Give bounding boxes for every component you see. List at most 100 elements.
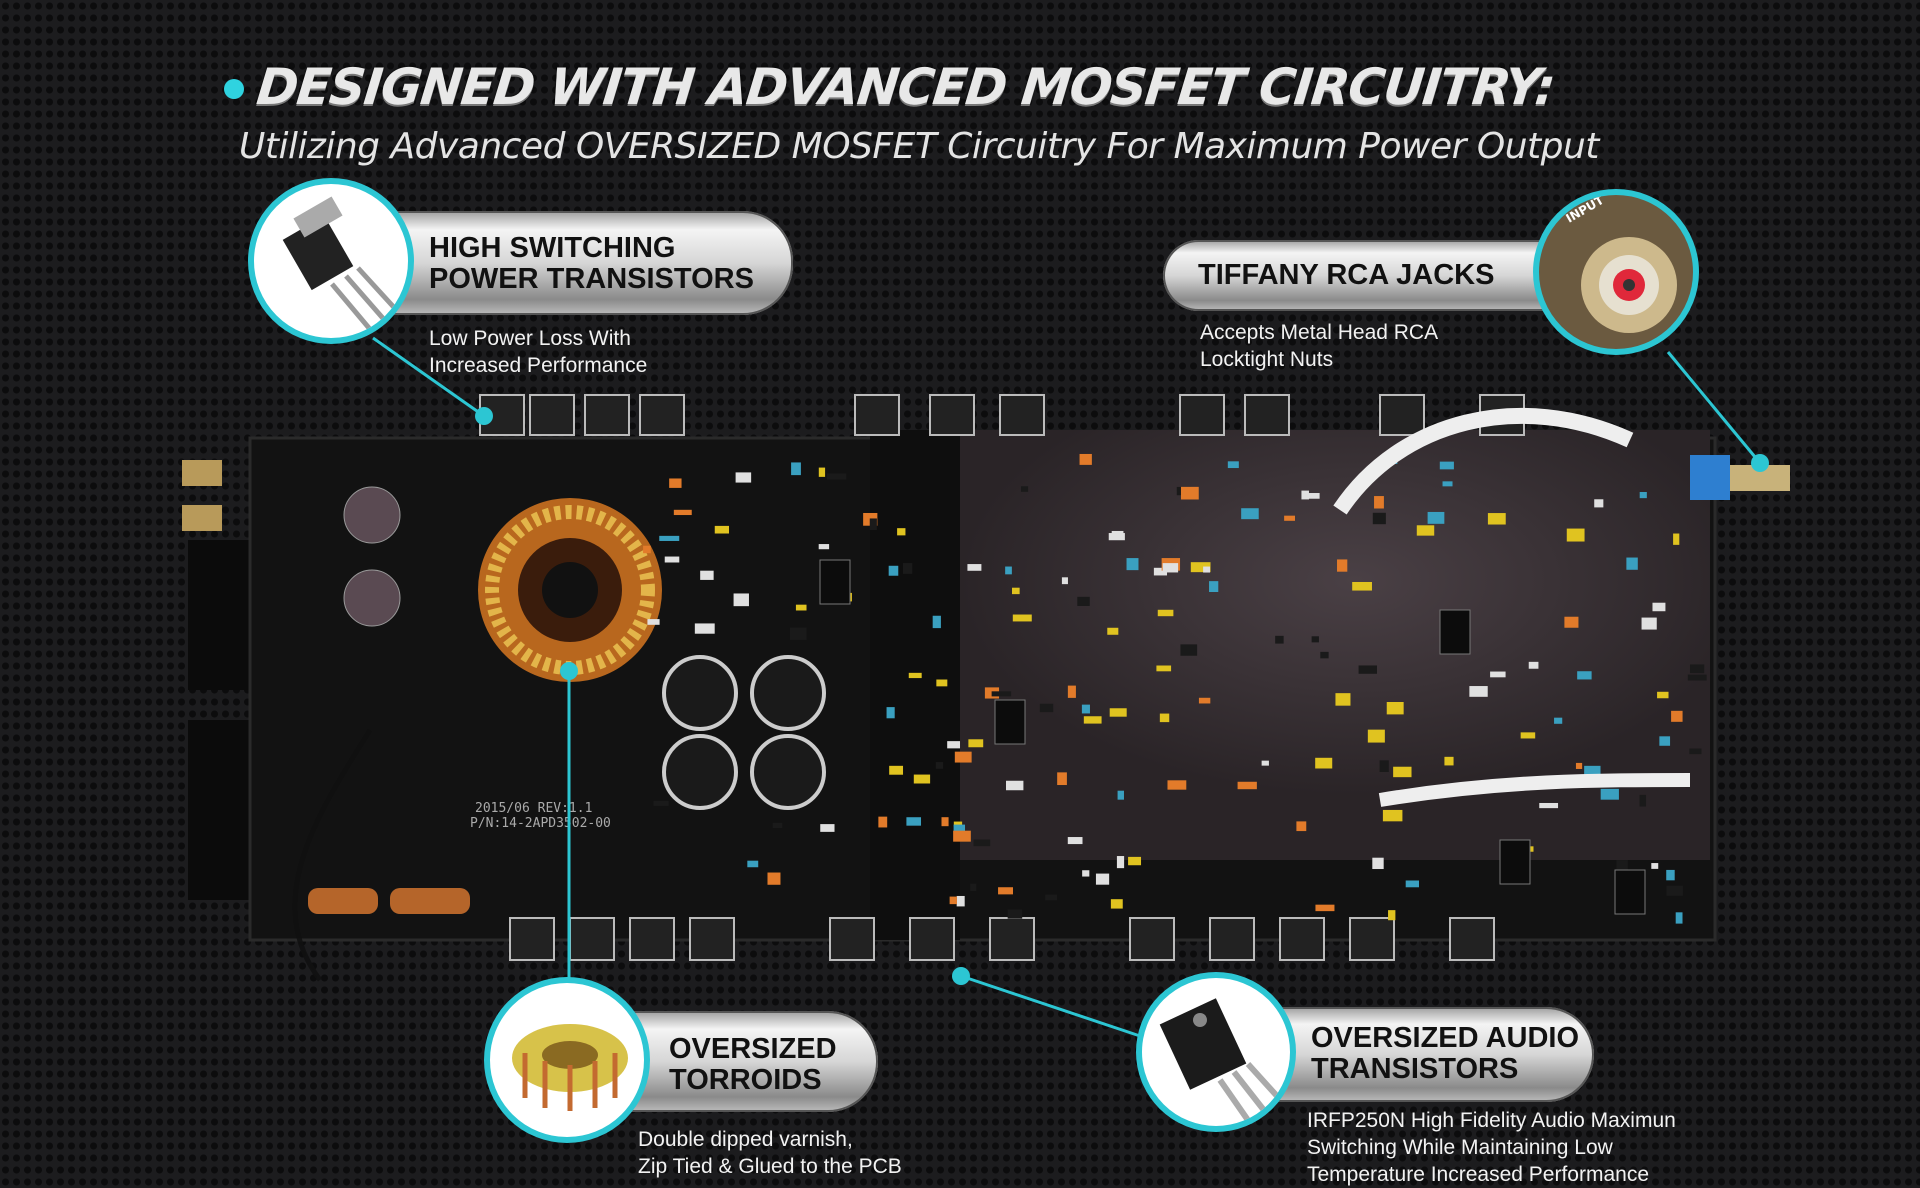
- smd-component: [1109, 708, 1127, 717]
- smd-component: [1379, 760, 1389, 772]
- smd-component: [1110, 899, 1123, 909]
- smd-component: [1095, 873, 1110, 885]
- smd-component: [1659, 736, 1671, 746]
- smd-component: [1444, 756, 1454, 766]
- callout-description-torroids: Double dipped varnish,Zip Tied & Glued t…: [638, 1128, 902, 1178]
- smd-component: [772, 822, 783, 829]
- smd-component: [1116, 856, 1125, 869]
- power-transistor: [629, 917, 675, 961]
- smd-component: [908, 672, 922, 679]
- smd-component: [1666, 869, 1675, 881]
- smd-component: [1386, 701, 1404, 715]
- smd-component: [1335, 693, 1351, 706]
- to247-transistor-icon: [1136, 972, 1296, 1132]
- smd-component: [1616, 860, 1628, 872]
- smd-component: [1117, 790, 1124, 800]
- smd-component: [1388, 910, 1396, 921]
- smd-component: [714, 525, 730, 534]
- power-transistor: [829, 917, 875, 961]
- page-subtitle: Utilizing Advanced OVERSIZED MOSFET Circ…: [239, 126, 1599, 167]
- smd-component: [1337, 559, 1348, 572]
- smd-component: [897, 528, 906, 536]
- power-transistor: [989, 917, 1035, 961]
- smd-component: [970, 883, 977, 892]
- smd-component: [1675, 912, 1683, 924]
- smd-component: [1083, 716, 1102, 724]
- fuse-clip: [182, 505, 222, 531]
- smd-component: [1584, 765, 1601, 775]
- power-transistor: [909, 917, 955, 961]
- smd-component: [1296, 821, 1307, 832]
- smd-component: [1203, 566, 1211, 573]
- smd-component: [1577, 671, 1592, 680]
- smd-component: [1067, 685, 1076, 698]
- inductor: [308, 888, 378, 914]
- smd-component: [956, 895, 965, 907]
- remote-cable: [1378, 773, 1691, 807]
- smd-component: [1153, 567, 1168, 576]
- callout-pill-torroids: [612, 1011, 878, 1112]
- smd-component: [664, 556, 680, 563]
- smd-component: [913, 774, 931, 784]
- smd-component: [694, 623, 715, 634]
- smd-component: [1128, 856, 1142, 866]
- smd-component: [1157, 609, 1174, 617]
- smd-component: [886, 707, 895, 719]
- smd-component: [1594, 499, 1604, 508]
- smd-component: [1237, 781, 1257, 790]
- power-transistor: [929, 394, 975, 436]
- smd-component: [1081, 704, 1090, 714]
- smd-component: [1566, 528, 1585, 542]
- smd-component: [818, 467, 826, 477]
- power-transistor: [569, 917, 615, 961]
- power-transistor: [1449, 917, 1495, 961]
- power-transistor: [1244, 394, 1290, 436]
- smd-component: [789, 627, 807, 640]
- smd-component: [820, 824, 835, 832]
- rca-jack-block: [1690, 455, 1730, 500]
- smd-component: [1405, 880, 1420, 888]
- smd-component: [1657, 691, 1669, 699]
- smd-component: [1393, 766, 1412, 778]
- smd-component: [1689, 748, 1702, 755]
- smd-component: [953, 821, 963, 827]
- silkscreen-revision: 2015/06 REV:1.1: [475, 801, 592, 816]
- smd-component: [878, 816, 888, 828]
- smd-component: [1666, 885, 1683, 896]
- smd-component: [973, 839, 991, 847]
- title-bullet: [224, 79, 244, 99]
- capacitor: [343, 569, 401, 627]
- smd-component: [647, 619, 660, 625]
- smd-component: [1490, 671, 1506, 678]
- smd-component: [1284, 515, 1296, 521]
- power-transistor: [1129, 917, 1175, 961]
- smd-component: [968, 739, 984, 748]
- smd-component: [1673, 533, 1680, 545]
- power-transistor: [509, 917, 555, 961]
- smd-component: [1020, 486, 1029, 492]
- smd-component: [1372, 512, 1386, 525]
- smd-component: [1315, 757, 1333, 769]
- smd-component: [1057, 772, 1067, 786]
- smd-component: [954, 751, 972, 763]
- smd-component: [1126, 558, 1139, 571]
- toroid-coil-icon: [484, 977, 650, 1143]
- silkscreen-part-number: P/N:14-2APD3502-00: [470, 816, 611, 831]
- smd-component: [747, 860, 759, 868]
- smd-component: [941, 817, 949, 827]
- smd-component: [1320, 651, 1329, 659]
- smd-component: [1352, 581, 1372, 591]
- smd-component: [1439, 461, 1454, 470]
- smd-component: [1469, 686, 1488, 697]
- ic-chip: [1439, 609, 1471, 655]
- power-transistor: [1179, 394, 1225, 436]
- smd-component: [1079, 453, 1092, 465]
- smd-component: [700, 570, 714, 580]
- smd-component: [1689, 664, 1705, 674]
- smd-component: [1005, 566, 1012, 575]
- smd-component: [1651, 863, 1659, 869]
